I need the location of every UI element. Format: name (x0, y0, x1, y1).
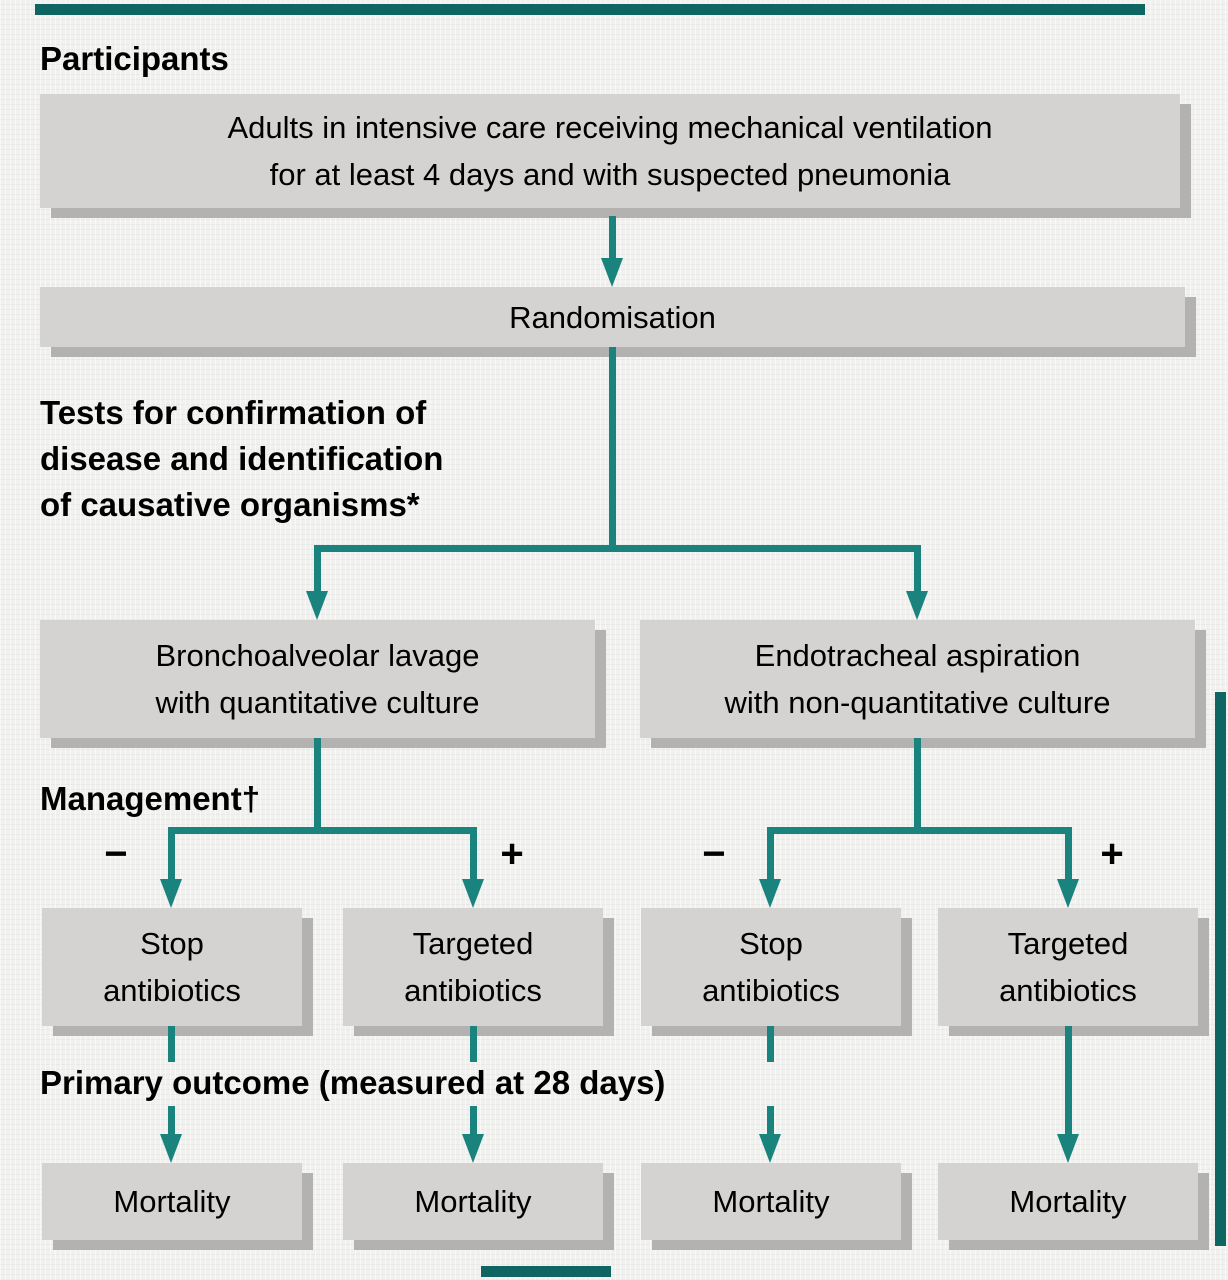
management-box-line: antibiotics (702, 973, 840, 1008)
frame-top-bar (35, 4, 1145, 15)
tests-heading: Tests for confirmation of disease and id… (40, 390, 443, 528)
culture-negative-sign: − (702, 831, 726, 876)
management-box-targeted-2: Targeted antibiotics (938, 908, 1198, 1026)
management-box-line: Targeted (412, 926, 534, 961)
split-bar-management-left (168, 827, 477, 834)
connector-mortality-1 (168, 1106, 175, 1138)
connector-split-lavage (314, 545, 321, 595)
down-arrowhead-icon (462, 879, 484, 908)
split-bar-management-right (767, 827, 1072, 834)
management-box-line: antibiotics (103, 973, 241, 1008)
split-bar-arms (314, 545, 921, 552)
arm-aspiration-line-2: with non-quantitative culture (724, 685, 1111, 720)
arm-lavage-line-2: with quantitative culture (155, 685, 480, 720)
down-arrowhead-icon (1057, 1134, 1079, 1163)
mortality-box-3: Mortality (641, 1163, 901, 1240)
down-arrowhead-icon (1057, 879, 1079, 908)
mortality-box-4: Mortality (938, 1163, 1198, 1240)
management-box-line: Stop (739, 926, 803, 961)
tests-heading-line-1: Tests for confirmation of (40, 394, 427, 431)
culture-positive-sign: + (1100, 831, 1124, 876)
connector-eligibility-randomisation (609, 216, 616, 260)
tests-heading-line-2: disease and identification (40, 440, 444, 477)
connector-management-stop-1 (168, 827, 175, 881)
connector-mortality-2 (470, 1106, 477, 1138)
frame-right-bar (1215, 692, 1226, 1246)
down-arrowhead-icon (906, 591, 928, 620)
down-arrowhead-icon (759, 1134, 781, 1163)
management-box-targeted-1: Targeted antibiotics (343, 908, 603, 1026)
management-heading: Management† (40, 780, 261, 817)
connector-outcome-stub-3 (767, 1026, 774, 1062)
management-box-line: Targeted (1007, 926, 1129, 961)
culture-negative-sign: − (104, 831, 128, 876)
connector-outcome-stub-2 (470, 1026, 477, 1062)
arm-box-aspiration: Endotracheal aspiration with non-quantit… (640, 620, 1195, 738)
connector-outcome-stub-1 (168, 1026, 175, 1062)
down-arrowhead-icon (160, 1134, 182, 1163)
mortality-label: Mortality (113, 1184, 231, 1219)
randomisation-label: Randomisation (509, 299, 716, 335)
randomisation-box: Randomisation (40, 287, 1185, 347)
arm-lavage-line-1: Bronchoalveolar lavage (155, 638, 480, 673)
management-box-stop-2: Stop antibiotics (641, 908, 901, 1026)
arm-box-lavage: Bronchoalveolar lavage with quantitative… (40, 620, 595, 738)
management-box-line: antibiotics (404, 973, 542, 1008)
eligibility-box: Adults in intensive care receiving mecha… (40, 94, 1180, 208)
management-box-line: antibiotics (999, 973, 1137, 1008)
connector-management-targeted-2 (1065, 827, 1072, 881)
down-arrowhead-icon (759, 879, 781, 908)
management-box-line: Stop (140, 926, 204, 961)
tests-heading-line-3: of causative organisms* (40, 486, 420, 523)
connector-outcome-full-4 (1065, 1026, 1072, 1136)
connector-randomisation-split (609, 347, 616, 552)
management-box-stop-1: Stop antibiotics (42, 908, 302, 1026)
connector-mortality-3 (767, 1106, 774, 1138)
down-arrowhead-icon (160, 879, 182, 908)
connector-management-targeted-1 (470, 827, 477, 881)
down-arrowhead-icon (601, 258, 623, 287)
frame-bottom-bar (481, 1266, 611, 1277)
connector-split-aspiration (914, 545, 921, 595)
arm-aspiration-line-1: Endotracheal aspiration (754, 638, 1081, 673)
mortality-box-1: Mortality (42, 1163, 302, 1240)
eligibility-line-2: for at least 4 days and with suspected p… (269, 157, 951, 192)
mortality-box-2: Mortality (343, 1163, 603, 1240)
mortality-label: Mortality (712, 1184, 830, 1219)
mortality-label: Mortality (414, 1184, 532, 1219)
eligibility-line-1: Adults in intensive care receiving mecha… (227, 110, 993, 145)
participants-heading: Participants (40, 40, 229, 77)
primary-outcome-heading: Primary outcome (measured at 28 days) (40, 1064, 666, 1101)
down-arrowhead-icon (462, 1134, 484, 1163)
culture-positive-sign: + (500, 831, 524, 876)
mortality-label: Mortality (1009, 1184, 1127, 1219)
connector-lavage-management (314, 738, 321, 831)
connector-aspiration-management (914, 738, 921, 831)
connector-management-stop-2 (767, 827, 774, 881)
down-arrowhead-icon (306, 591, 328, 620)
